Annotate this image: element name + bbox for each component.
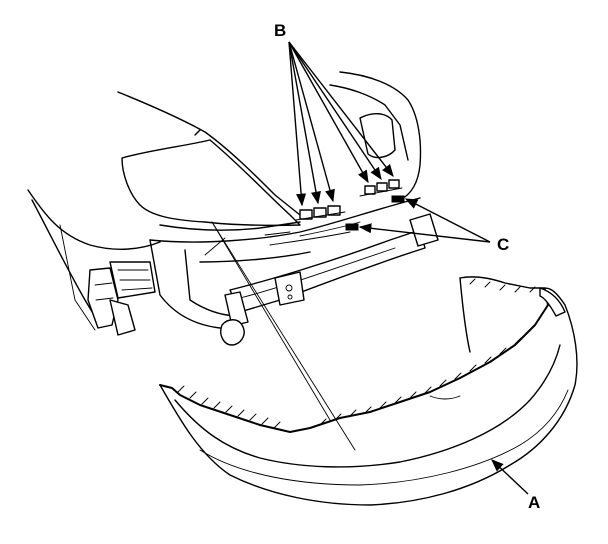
bumper-clips: [295, 179, 403, 221]
bolt-icon-2: [391, 195, 405, 203]
callout-label-a: A: [528, 493, 540, 512]
clip-icon-5: [376, 182, 388, 192]
clip-icon-2: [313, 207, 327, 218]
vehicle-rear-body: [27, 71, 439, 346]
callout-b: B: [274, 21, 394, 207]
callout-c: C: [358, 198, 509, 254]
clip-icon-6: [388, 179, 400, 189]
clip-icon-4: [364, 185, 376, 195]
alignment-lines: [211, 221, 356, 451]
rear-bumper-cover: [159, 276, 578, 506]
bolt-icon-1: [345, 223, 359, 231]
clip-icon-1: [299, 209, 313, 220]
callout-label-b: B: [274, 21, 286, 40]
callout-label-c: C: [497, 235, 509, 254]
bumper-bolts: [345, 195, 405, 231]
clip-icon-3: [327, 205, 341, 216]
callout-a: A: [491, 459, 540, 512]
